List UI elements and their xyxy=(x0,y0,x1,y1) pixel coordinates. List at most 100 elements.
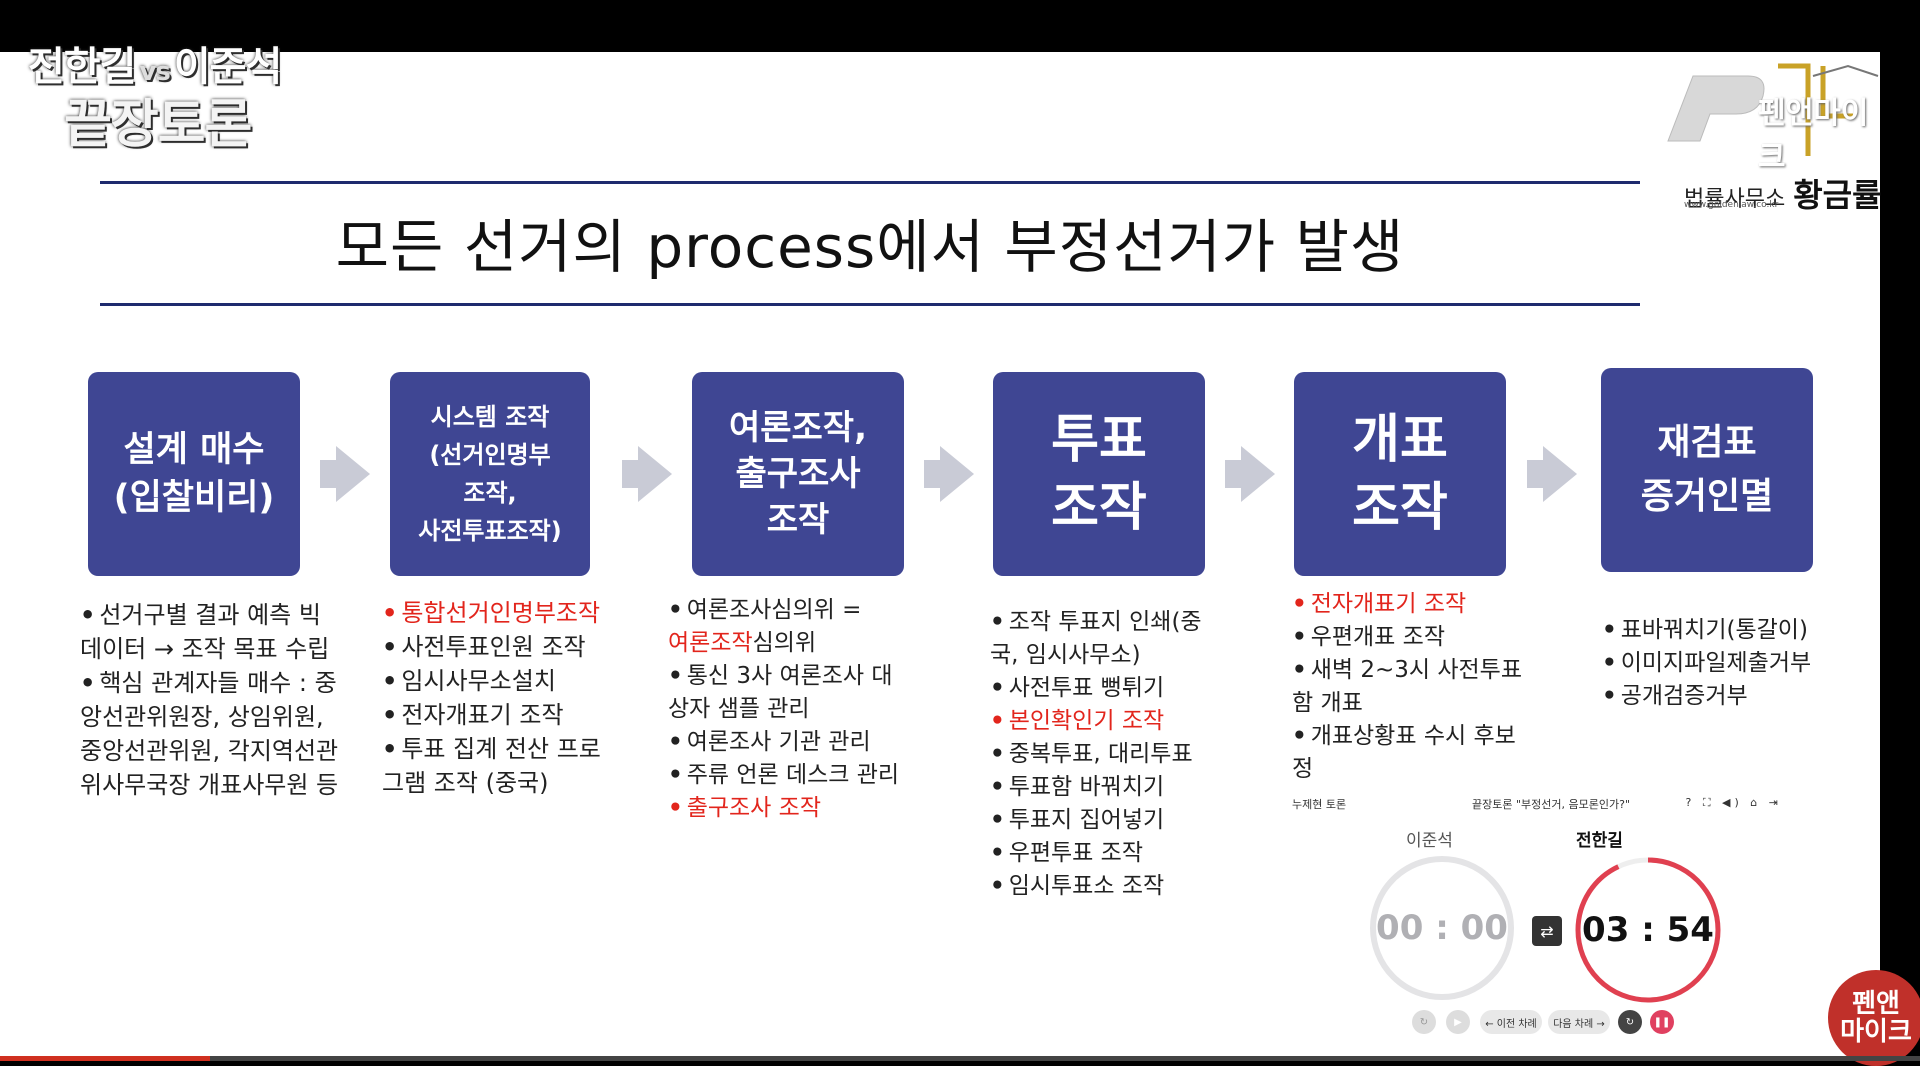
step-line: 조작 xyxy=(766,500,830,540)
step-box-vote: 투표 조작 xyxy=(993,372,1205,576)
detail-text: 통신 3사 여론조사 대상자 샘플 관리 xyxy=(668,663,893,722)
detail-item: •임시사무소설치 xyxy=(382,667,556,695)
detail-item: •이미지파일제출거부 xyxy=(1602,650,1812,676)
detail-item: •사전투표인원 조작 xyxy=(382,633,586,661)
timer-header: 누제현 토론 끝장토론 "부정선거, 음모론인가?" ? ⛶ ◀) ⌂ ⇥ xyxy=(1292,796,1782,816)
detail-text: 공개검증거부 xyxy=(1620,683,1748,709)
step-line: 개표 xyxy=(1352,410,1448,470)
detail-item: •표바꿔치기(통갈이) xyxy=(1602,617,1808,643)
next-turn-button[interactable]: 다음 차례 → xyxy=(1548,1010,1610,1034)
step-line: (선거인명부 xyxy=(429,441,551,469)
step-line: 조작 xyxy=(1051,478,1147,538)
detail-list-system: •통합선거인명부조작 •사전투표인원 조작 •임시사무소설치 •전자개표기 조작… xyxy=(382,596,622,800)
step-box-design: 설계 매수 (입찰비리) xyxy=(88,372,300,576)
swap-speaker-button[interactable]: ⇄ xyxy=(1532,916,1562,946)
arrow-right-icon xyxy=(924,446,974,502)
detail-text: 표바꿔치기(통갈이) xyxy=(1620,617,1808,643)
step-line: 증거인멸 xyxy=(1640,476,1774,517)
detail-item: •개표상황표 수시 후보정 xyxy=(1292,723,1516,782)
slide-title: 모든 선거의 process에서 부정선거가 발생 xyxy=(335,213,1405,281)
step-line: (입찰비리) xyxy=(113,478,275,518)
detail-text: 조작 투표지 인쇄(중국, 임시사무소) xyxy=(990,609,1202,668)
pause-icon[interactable]: ❚❚ xyxy=(1650,1010,1674,1034)
refresh-icon[interactable]: ↻ xyxy=(1618,1010,1642,1034)
detail-item: •전자개표기 조작 xyxy=(382,701,564,729)
step-line: 설계 매수 xyxy=(123,430,265,470)
timer-header-left: 누제현 토론 xyxy=(1292,798,1347,811)
detail-list-poll: •여론조사심의위 = 여론조작심의위 •통신 3사 여론조사 대상자 샘플 관리… xyxy=(668,594,904,825)
detail-text: 새벽 2~3시 사전투표함 개표 xyxy=(1292,657,1522,716)
detail-list-recount: •표바꿔치기(통갈이) •이미지파일제출거부 •공개검증거부 xyxy=(1602,614,1852,713)
detail-item: •중복투표, 대리투표 xyxy=(990,741,1193,767)
detail-item: •우편투표 조작 xyxy=(990,840,1143,866)
detail-text: 주류 언론 데스크 관리 xyxy=(686,762,900,788)
detail-list-design: •선거구별 결과 예측 빅데이터 → 조작 목표 수립 •핵심 관계자들 매수 … xyxy=(80,598,342,802)
detail-text: 투표지 집어넣기 xyxy=(1008,807,1165,833)
detail-list-count: •전자개표기 조작 •우편개표 조작 •새벽 2~3시 사전투표함 개표 •개표… xyxy=(1292,588,1532,786)
detail-item: •출구조사 조작 xyxy=(668,795,821,821)
reset-icon[interactable]: ↻ xyxy=(1412,1010,1436,1034)
channel-logo-text: 펜앤마이크 xyxy=(1758,96,1869,175)
left-timer: 00 : 00 xyxy=(1370,856,1514,1000)
detail-item: •전자개표기 조작 xyxy=(1292,591,1467,617)
step-box-system: 시스템 조작 (선거인명부 조작, 사전투표조작) xyxy=(390,372,590,576)
step-line: 조작, xyxy=(463,479,517,507)
step-box-count: 개표 조작 xyxy=(1294,372,1506,576)
arrow-right-icon xyxy=(1225,446,1275,502)
detail-item: •주류 언론 데스크 관리 xyxy=(668,762,900,788)
channel-logo: 펜앤마이크 xyxy=(1648,56,1880,175)
detail-item: •공개검증거부 xyxy=(1602,683,1748,709)
detail-text: 전자개표기 조작 xyxy=(401,701,564,729)
detail-item: •선거구별 결과 예측 빅데이터 → 조작 목표 수립 xyxy=(80,601,330,663)
video-progress-bar[interactable] xyxy=(0,1056,1920,1061)
timer-header-icons[interactable]: ? ⛶ ◀) ⌂ ⇥ xyxy=(1685,796,1782,809)
detail-item: •투표함 바꿔치기 xyxy=(990,774,1165,800)
play-icon[interactable]: ▶ xyxy=(1446,1010,1470,1034)
left-speaker-name: 이준석 xyxy=(1406,831,1453,851)
detail-text: 임시투표소 조작 xyxy=(1008,873,1165,899)
detail-item: •통신 3사 여론조사 대상자 샘플 관리 xyxy=(668,663,893,722)
step-line: 사전투표조작) xyxy=(418,517,562,545)
detail-text: 심의위 xyxy=(752,630,817,656)
detail-text: 이미지파일제출거부 xyxy=(1620,650,1812,676)
detail-item: •우편개표 조작 xyxy=(1292,624,1445,650)
detail-item: •사전투표 뻥튀기 xyxy=(990,675,1165,701)
detail-text: 투표함 바꿔치기 xyxy=(1008,774,1165,800)
badge-line1: 펜앤 xyxy=(1852,989,1900,1019)
right-timer-ring xyxy=(1575,857,1721,1003)
detail-item: •투표 집계 전산 프로그램 조작 (중국) xyxy=(382,735,601,797)
detail-item: 여론조작심의위 xyxy=(668,627,904,660)
prev-turn-button[interactable]: ← 이전 차례 xyxy=(1480,1010,1542,1034)
arrow-right-icon xyxy=(320,446,370,502)
detail-item: •조작 투표지 인쇄(중국, 임시사무소) xyxy=(990,609,1202,668)
detail-text: 우편투표 조작 xyxy=(1008,840,1143,866)
detail-text: 통합선거인명부조작 xyxy=(401,599,601,627)
detail-text: 사전투표인원 조작 xyxy=(401,633,586,661)
detail-list-vote: •조작 투표지 인쇄(중국, 임시사무소) •사전투표 뻥튀기 •본인확인기 조… xyxy=(990,606,1214,903)
detail-item: •투표지 집어넣기 xyxy=(990,807,1165,833)
detail-text: 우편개표 조작 xyxy=(1310,624,1445,650)
detail-text: 여론조사심의위 = xyxy=(686,597,862,623)
detail-text: 투표 집계 전산 프로그램 조작 (중국) xyxy=(382,735,601,797)
detail-item: •임시투표소 조작 xyxy=(990,873,1165,899)
detail-item: •새벽 2~3시 사전투표함 개표 xyxy=(1292,657,1522,716)
left-timer-value: 00 : 00 xyxy=(1376,908,1508,948)
detail-text: 핵심 관계자들 매수 : 중앙선관위원장, 상임위원, 중앙선관위원, 각지역선… xyxy=(80,669,339,799)
detail-text: 임시사무소설치 xyxy=(401,667,556,695)
show-title-vs: vs xyxy=(139,57,170,87)
detail-text: 여론조사 기관 관리 xyxy=(686,729,871,755)
badge-line2: 마이크 xyxy=(1840,1017,1912,1047)
arrow-right-icon xyxy=(1527,446,1577,502)
arrow-right-icon xyxy=(622,446,672,502)
detail-text: 출구조사 조작 xyxy=(686,795,821,821)
show-title-b: 이준석 xyxy=(173,44,282,90)
timer-header-title: 끝장토론 "부정선거, 음모론인가?" xyxy=(1472,798,1631,811)
step-line: 출구조사 xyxy=(735,454,861,494)
video-top-bar xyxy=(0,0,1920,52)
step-box-poll: 여론조작, 출구조사 조작 xyxy=(692,372,904,576)
detail-text: 본인확인기 조작 xyxy=(1008,708,1165,734)
show-title-a: 전한길 xyxy=(28,44,136,90)
law-office-small: 법률사무소 xyxy=(1684,187,1786,212)
detail-text: 개표상황표 수시 후보정 xyxy=(1292,723,1516,782)
right-speaker-name: 전한길 xyxy=(1576,831,1623,851)
